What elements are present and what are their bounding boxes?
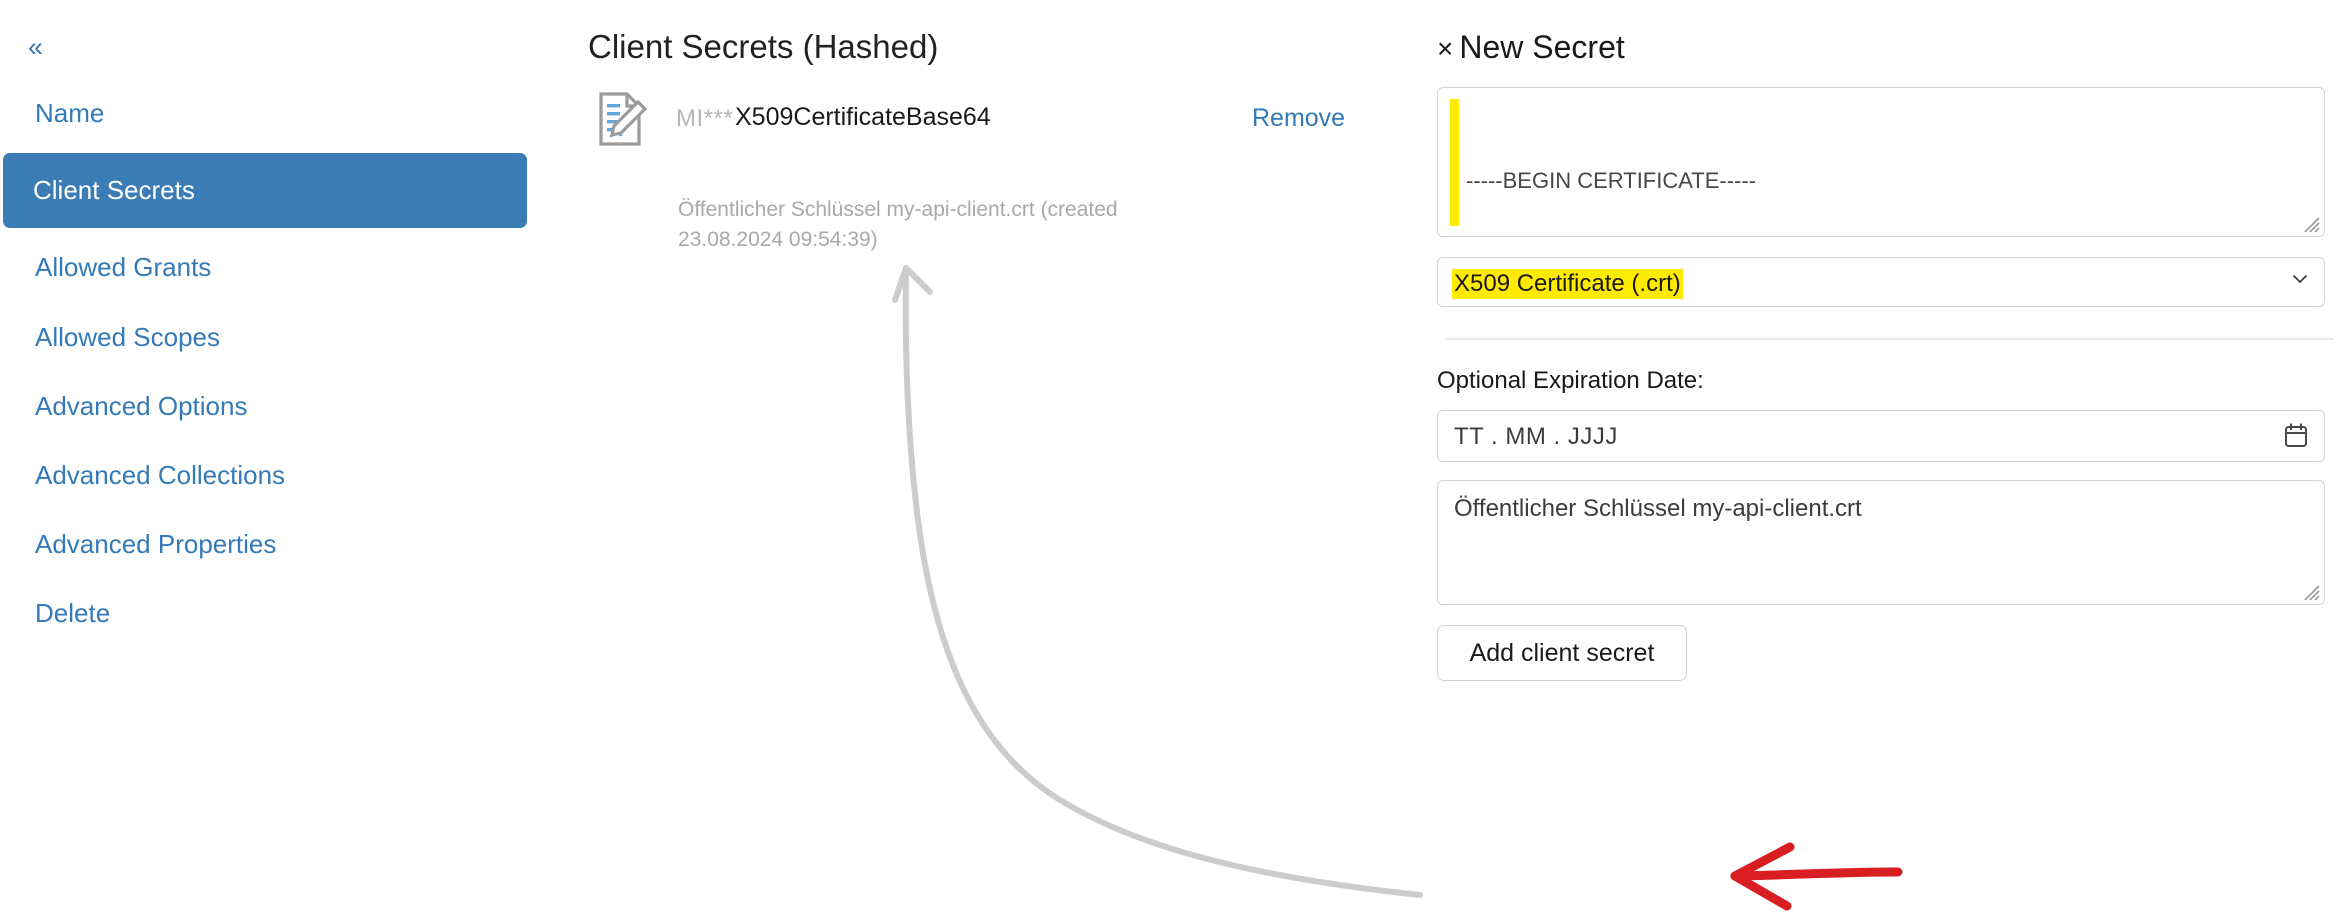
secret-description-textarea[interactable]: Öffentlicher Schlüssel my-api-client.crt <box>1437 480 2325 606</box>
secret-name: X509CertificateBase64 <box>735 102 991 131</box>
sidebar-item-client-secrets[interactable]: Client Secrets <box>3 153 527 229</box>
expiration-date-label: Optional Expiration Date: <box>1437 367 1704 395</box>
sidebar-item-advanced-properties[interactable]: Advanced Properties <box>35 529 277 560</box>
certificate-content: -----BEGIN CERTIFICATE----- MIICvjCCAaag… <box>1466 100 2298 236</box>
new-secret-panel: ×New Secret -----BEGIN CERTIFICATE----- … <box>1437 0 2342 912</box>
sidebar-nav-list: Name Client Secrets Allowed Grants Allow… <box>0 84 530 644</box>
expiration-date-placeholder: TT . MM . JJJJ <box>1454 423 1618 451</box>
new-secret-heading: ×New Secret <box>1437 28 2342 66</box>
secret-type-value: X509 Certificate (.crt) <box>1452 269 1683 300</box>
sidebar-item-delete[interactable]: Delete <box>35 598 111 629</box>
secret-type-select[interactable]: X509 Certificate (.crt) <box>1437 257 2325 308</box>
page-title: Client Secrets (Hashed) <box>588 28 939 65</box>
calendar-icon[interactable] <box>2284 423 2308 448</box>
chevron-down-icon[interactable] <box>2292 271 2308 287</box>
resize-handle-icon[interactable] <box>2301 214 2321 234</box>
sidebar-item-advanced-collections[interactable]: Advanced Collections <box>35 459 286 490</box>
add-client-secret-button[interactable]: Add client secret <box>1437 625 1687 682</box>
section-divider <box>1445 338 2334 341</box>
sidebar-item-allowed-grants[interactable]: Allowed Grants <box>35 252 212 283</box>
secret-description-value: Öffentlicher Schlüssel my-api-client.crt <box>1454 495 1862 523</box>
certificate-highlight-marker <box>1450 99 1459 227</box>
client-secret-entry: MI*** X509CertificateBase64 Remove Öffen… <box>580 91 1400 251</box>
certificate-textarea[interactable]: -----BEGIN CERTIFICATE----- MIICvjCCAaag… <box>1437 87 2325 238</box>
document-signature-icon <box>593 91 649 147</box>
sidebar-item-allowed-scopes[interactable]: Allowed Scopes <box>35 321 220 352</box>
secret-masked-value: MI*** <box>676 104 734 132</box>
sidebar-item-name[interactable]: Name <box>35 98 105 128</box>
sidebar: « Name Client Secrets Allowed Grants All… <box>0 0 530 912</box>
secret-description: Öffentlicher Schlüssel my-api-client.crt… <box>678 197 1118 252</box>
sidebar-item-advanced-options[interactable]: Advanced Options <box>35 390 248 421</box>
resize-handle-icon[interactable] <box>2301 582 2321 602</box>
certificate-line: -----BEGIN CERTIFICATE----- <box>1466 168 1757 194</box>
remove-secret-link[interactable]: Remove <box>1252 103 1346 132</box>
client-secrets-section: Client Secrets (Hashed) MI*** X509Certif… <box>580 0 1400 912</box>
expiration-date-input[interactable]: TT . MM . JJJJ <box>1437 410 2325 463</box>
sidebar-collapse-icon[interactable]: « <box>28 32 44 62</box>
new-secret-title: New Secret <box>1459 29 1625 65</box>
close-icon[interactable]: × <box>1437 33 1454 64</box>
